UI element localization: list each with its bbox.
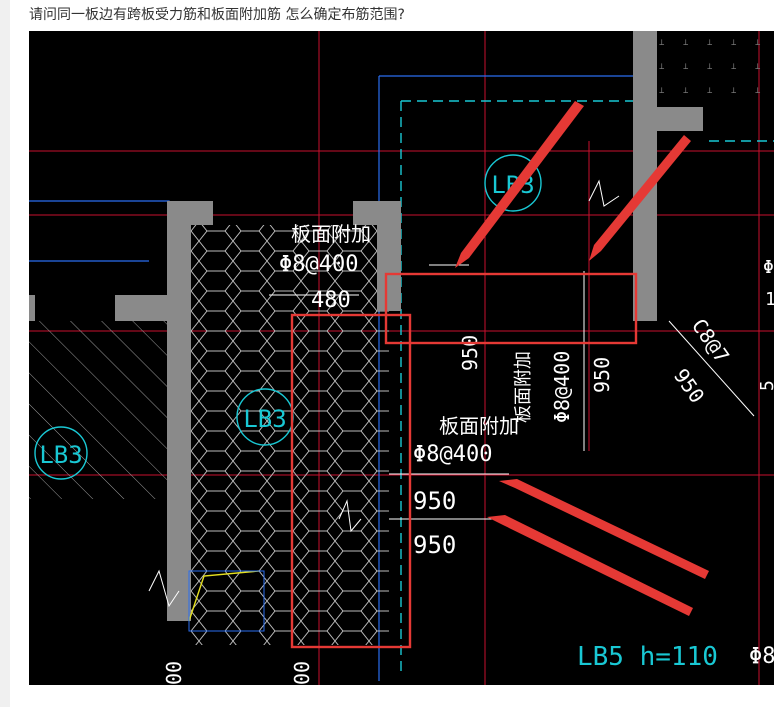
rebar-spec: Φ8@400 <box>279 252 358 277</box>
rebar-length-a: 950 <box>458 335 482 371</box>
rebar-label-group-1: 板面附加 Φ8@400 480 <box>279 222 371 313</box>
rebar-title: 板面附加 <box>291 222 371 246</box>
edge-text-phi: Φ8 <box>763 257 774 278</box>
rebar-label-group-3: 板面附加 Φ8@400 950 950 <box>458 335 614 423</box>
edge-text-1: 1 <box>765 289 774 310</box>
arrow-3 <box>499 479 709 579</box>
arrow-4 <box>487 515 693 616</box>
slab-circle-left: LB3 <box>34 426 88 480</box>
slab-label: LB3 <box>243 405 286 433</box>
right-length: 950 <box>669 364 709 407</box>
right-rotated-label: C8@7 950 <box>669 314 734 407</box>
hatch-hex-slab <box>189 225 389 645</box>
bottom-dim-2: 00 <box>290 661 314 685</box>
bottom-slab-label: LB5 h=110 <box>577 642 718 672</box>
slab-label: LB3 <box>39 441 82 469</box>
cad-svg: ⊥ <box>29 31 774 685</box>
red-arrows <box>455 101 709 616</box>
yellow-line <box>188 570 260 622</box>
highlight-box-vertical <box>290 313 412 649</box>
edge-phi-bottom: Φ8 <box>749 644 774 669</box>
edge-text-5: 5 <box>757 380 774 391</box>
rebar-title: 板面附加 <box>513 351 534 423</box>
rebar-spec: Φ8@400 <box>550 351 574 423</box>
rebar-length-b: 950 <box>590 357 614 393</box>
hatch-top-right <box>659 31 774 101</box>
highlight-box-horizontal <box>384 272 638 345</box>
rebar-length: 480 <box>311 288 351 313</box>
left-rail <box>0 0 10 707</box>
arrow-2 <box>589 135 691 261</box>
rebar-length-b: 950 <box>413 531 456 559</box>
right-spec: C8@7 <box>687 314 734 367</box>
question-title: 请问同一板边有跨板受力筋和板面附加筋 怎么确定布筋范围? <box>29 7 405 23</box>
rebar-length-a: 950 <box>413 487 456 515</box>
slab-circle-center: LB3 <box>236 388 294 446</box>
rebar-title: 板面附加 <box>439 414 519 438</box>
rebar-spec: Φ8@400 <box>413 442 492 467</box>
bottom-dim-1: 00 <box>162 661 186 685</box>
arrow-1 <box>455 101 584 268</box>
blue-box <box>188 570 265 632</box>
rebar-label-group-2: 板面附加 Φ8@400 950 950 <box>413 414 519 559</box>
cad-drawing: ⊥ <box>29 31 774 685</box>
hatch-left-slab <box>29 321 169 499</box>
cyan-dashed-lines <box>400 100 774 671</box>
